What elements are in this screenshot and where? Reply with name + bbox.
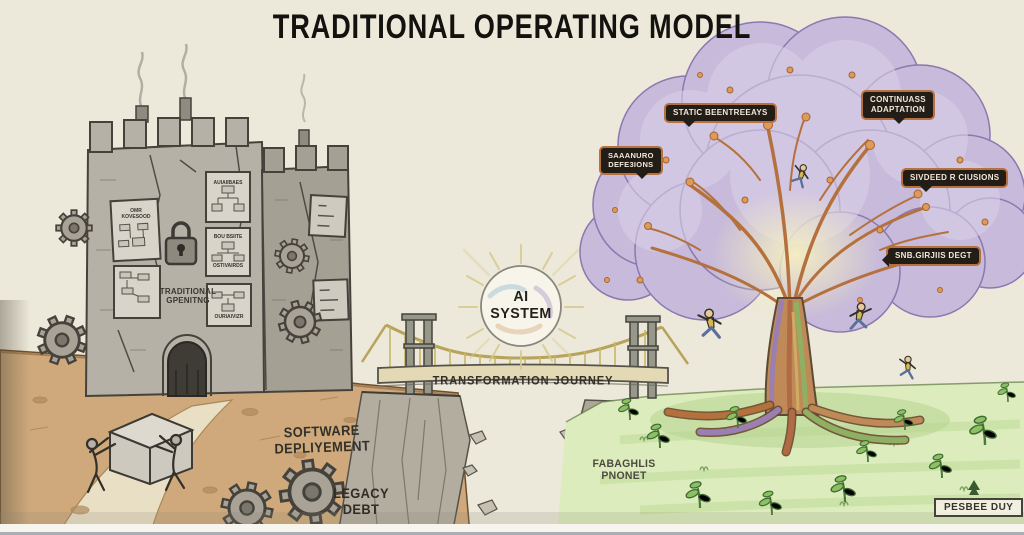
tree-marker-icon: [968, 480, 980, 495]
transformation-tree: [579, 16, 1024, 457]
castle-panels: [109, 171, 350, 327]
stone-cube-pushers: [85, 412, 195, 494]
tree-fruits: [604, 66, 989, 303]
bridge-tower: [401, 313, 661, 399]
pushing-figure: [85, 436, 117, 494]
tree-bubble-revisions: SIVDEED R CIUSIONS: [901, 168, 1009, 192]
smoke: [137, 51, 144, 109]
pushing-figure: [154, 433, 186, 492]
tree-branches: [647, 119, 950, 312]
tree-bubble-debt: SNB.GIRJIIS DEGT: [882, 246, 981, 267]
vignette: [0, 300, 30, 535]
tree-trunk: [764, 297, 820, 416]
castle-door: [162, 334, 212, 397]
ai-system-orb: [458, 244, 584, 370]
gear-icon: [55, 209, 93, 247]
present-day-badge: PESBEE DUY: [934, 498, 1024, 517]
tree-bubble-adaptation: CONTINUASS ADAPTATION: [861, 90, 935, 124]
tree-bubble-decisions: SAAANURO DEFE3IONS: [599, 146, 663, 179]
page-bottom-strip: [0, 524, 1024, 535]
page-bottom-edge: [0, 532, 1024, 535]
castle-illustration: [29, 43, 354, 398]
tree-bubble-static: STATIC BEENTREEAYS: [664, 103, 777, 127]
bridge-deck: [377, 363, 669, 384]
padlock-icon: [164, 221, 198, 266]
